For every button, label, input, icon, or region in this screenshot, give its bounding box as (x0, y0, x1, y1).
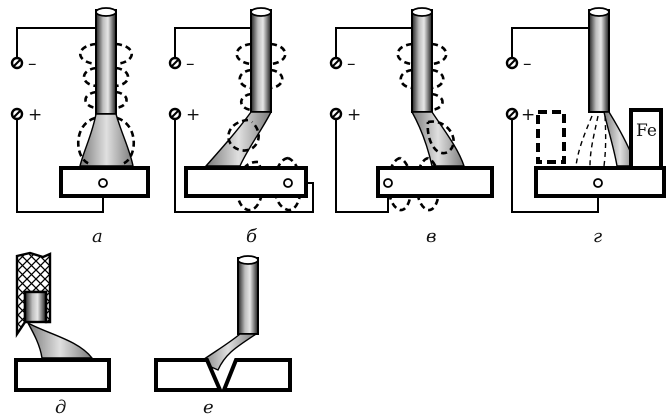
caption-e: е (203, 397, 214, 416)
welding-arc (26, 321, 94, 359)
welding-arc (198, 333, 259, 371)
workpiece-right (221, 358, 292, 392)
workpiece-left (154, 358, 224, 392)
electrode (250, 9, 272, 113)
positive-sign: + (347, 105, 361, 125)
removed-ferromagnetic-mass (536, 110, 566, 164)
electrode (95, 9, 117, 115)
caption-v: в (426, 226, 436, 247)
welding-arc (204, 111, 273, 167)
panel-d: д (14, 251, 111, 416)
ferromagnetic-label: Fe (636, 121, 657, 141)
positive-sign: + (28, 105, 42, 125)
positive-sign: + (186, 105, 200, 125)
caption-a: а (92, 226, 103, 247)
panel-a: – + а (10, 7, 150, 247)
panel-v: – + в (329, 7, 494, 247)
electrode (588, 9, 610, 113)
panel-b: – + б (168, 7, 314, 247)
caption-b: б (246, 226, 258, 247)
caption-g: г (593, 226, 602, 247)
electrode (237, 257, 259, 335)
electrode (411, 9, 433, 113)
negative-sign: – (347, 54, 356, 74)
negative-sign: – (523, 54, 532, 74)
negative-sign: – (186, 54, 195, 74)
caption-d: д (55, 397, 66, 416)
negative-sign: – (28, 54, 37, 74)
welding-arc (79, 113, 134, 167)
positive-sign: + (521, 105, 535, 125)
electrode (23, 290, 48, 324)
workpiece (14, 358, 111, 392)
panel-g: – + Fe г (505, 7, 666, 247)
welding-arc (410, 111, 465, 167)
panel-e: е (154, 255, 292, 416)
workpiece (376, 166, 494, 198)
